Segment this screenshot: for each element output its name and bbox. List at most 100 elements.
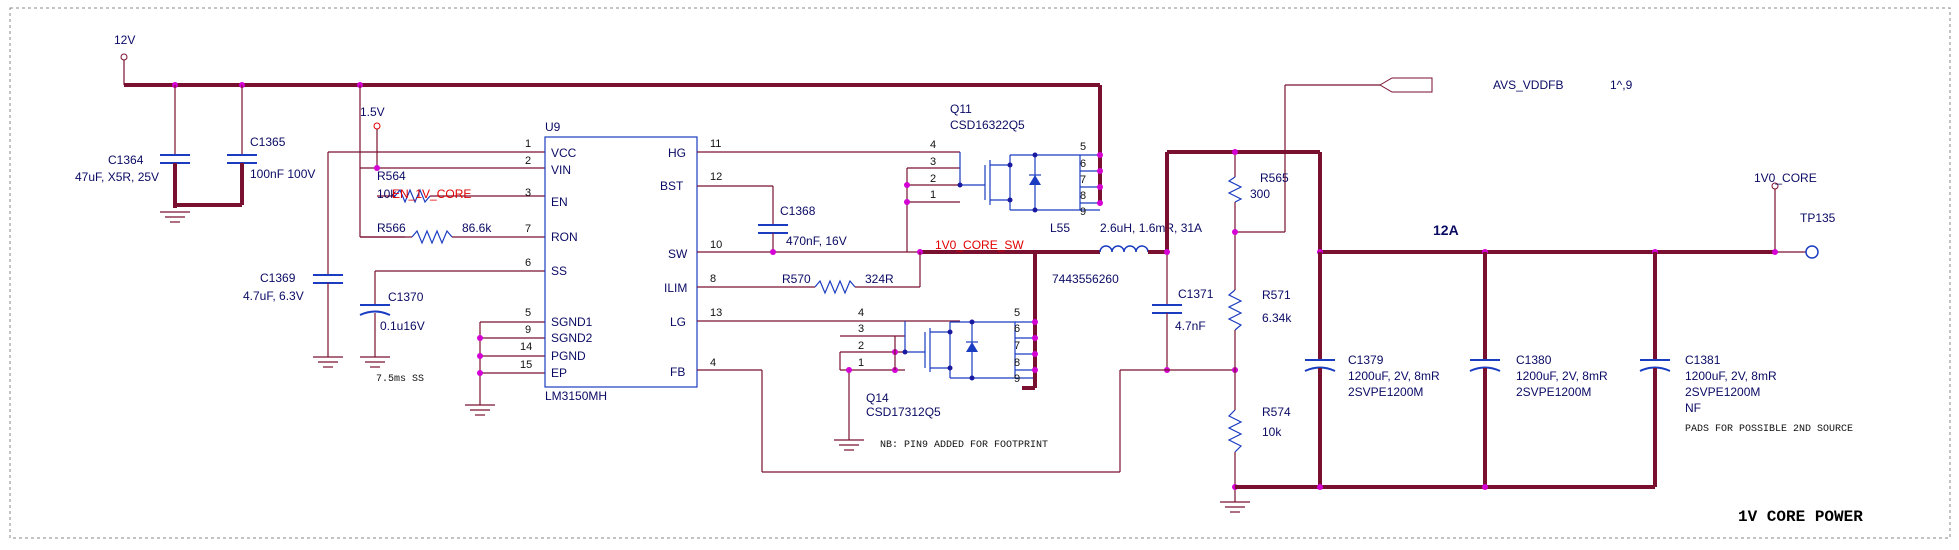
- pin-num: 15: [520, 359, 532, 371]
- r566-ref: R566: [377, 221, 406, 235]
- feedback-path: [697, 367, 1238, 473]
- c1381-part: 2SVPE1200M: [1685, 385, 1760, 399]
- pin-name: VCC: [551, 146, 577, 160]
- pin-num: 4: [710, 357, 716, 369]
- q14-pin: 3: [858, 323, 864, 335]
- resistor-r564: R564 10k EN_1V_CORE: [377, 169, 545, 204]
- c1364-ref: C1364: [108, 153, 144, 167]
- pin-name: ILIM: [664, 281, 687, 295]
- c1365-value: 100nF 100V: [250, 167, 315, 181]
- mosfet-q14: 4 3 2 1: [834, 252, 1048, 451]
- capacitor-c1380: C1380 1200uF, 2V, 8mR 2SVPE1200M: [1469, 252, 1608, 490]
- c1381-fit: NF: [1685, 401, 1701, 415]
- pin-name: LG: [670, 315, 686, 329]
- capacitor-c1368: C1368 470nF, 16V: [697, 185, 847, 252]
- pin9-note: NB: PIN9 ADDED FOR FOOTPRINT: [880, 440, 1048, 451]
- q14-pin: 5: [1014, 307, 1020, 319]
- c1364-value: 47uF, X5R, 25V: [75, 170, 159, 184]
- c1370-value: 0.1u16V: [380, 319, 425, 333]
- pin-name: SS: [551, 264, 567, 278]
- c1381-value: 1200uF, 2V, 8mR: [1685, 369, 1777, 383]
- q11-pin: 5: [1080, 141, 1086, 153]
- r564-ref: R564: [377, 169, 406, 183]
- capacitor-c1369: C1369 4.7uF, 6.3V: [243, 151, 545, 368]
- pin-num: 6: [525, 257, 531, 269]
- q11-ref: Q11: [950, 102, 972, 116]
- switch-node: 1V0_CORE_SW: [697, 238, 1060, 255]
- c1368-value: 470nF, 16V: [786, 234, 847, 248]
- pin-name: BST: [660, 179, 684, 193]
- c1370-ref: C1370: [388, 290, 424, 304]
- pin-name: SGND1: [551, 315, 593, 329]
- net-1v5: 1.5V: [359, 85, 545, 238]
- avs-net-label: AVS_VDDFB: [1493, 78, 1563, 92]
- capacitor-c1381: C1381 1200uF, 2V, 8mR 2SVPE1200M NF PADS…: [1639, 252, 1853, 487]
- q14-pin: 9: [1014, 373, 1020, 385]
- r574-ref: R574: [1262, 405, 1291, 419]
- pin-name: EN: [551, 195, 568, 209]
- pin-name: RON: [551, 230, 578, 244]
- pin-num: 2: [525, 155, 531, 167]
- net-1v5-label: 1.5V: [360, 105, 385, 119]
- q11-pin: 4: [930, 139, 936, 151]
- c1381-ref: C1381: [1685, 353, 1721, 367]
- c1379-ref: C1379: [1348, 353, 1384, 367]
- r570-ref: R570: [782, 272, 811, 286]
- c1380-part: 2SVPE1200M: [1516, 385, 1591, 399]
- pin-num: 3: [525, 187, 531, 199]
- c1365-ref: C1365: [250, 135, 286, 149]
- q14-pin: 1: [858, 357, 864, 369]
- ic-ground-bus: [465, 321, 545, 416]
- pin-name: EP: [551, 366, 567, 380]
- r566-value: 86.6k: [462, 221, 492, 235]
- net-1v0-core-label: 1V0_CORE: [1754, 171, 1817, 185]
- mosfet-q11: Q11 CSD16322Q5 4 3 2 1 5 6: [904, 102, 1103, 252]
- inductor-l55: L55 2.6uH, 1.6mR, 31A 7443556260: [1050, 221, 1202, 286]
- c1380-value: 1200uF, 2V, 8mR: [1516, 369, 1608, 383]
- resistor-r566: R566 86.6k: [360, 221, 545, 245]
- resistor-r570: R570 324R: [697, 252, 921, 295]
- avs-feedback: R565 300 AVS_VDDFB 1^,9: [1227, 77, 1633, 282]
- pin-num: 11: [710, 138, 721, 150]
- c1371-value: 4.7nF: [1175, 319, 1206, 333]
- ic-u9: U9 LM3150MH 1 VCC 2 VIN 3 EN 7 RON 6 SS …: [520, 120, 722, 403]
- resistor-r571: R571 6.34k: [1227, 282, 1292, 405]
- c1371-ref: C1371: [1178, 287, 1214, 301]
- q14-pin: 4: [858, 307, 864, 319]
- c1381-note: PADS FOR POSSIBLE 2ND SOURCE: [1685, 424, 1853, 435]
- testpoint-label: TP135: [1800, 211, 1836, 225]
- pin-name: SW: [668, 247, 688, 261]
- q11-pin: 2: [930, 173, 936, 185]
- r574-value: 10k: [1262, 425, 1282, 439]
- pin-num: 1: [525, 138, 531, 150]
- l55-part: 7443556260: [1052, 272, 1119, 286]
- ss-note: 7.5ms SS: [376, 374, 424, 385]
- r571-ref: R571: [1262, 288, 1291, 302]
- sheet-title: 1V CORE POWER: [1738, 508, 1863, 526]
- capacitor-c1379: C1379 1200uF, 2V, 8mR 2SVPE1200M: [1304, 252, 1440, 490]
- q11-part: CSD16322Q5: [950, 118, 1025, 132]
- l55-ref: L55: [1050, 221, 1070, 235]
- en-net-label: EN_1V_CORE: [392, 187, 471, 201]
- c1369-ref: C1369: [260, 271, 296, 285]
- avs-ref-label: 1^,9: [1610, 78, 1633, 92]
- q11-pin: 8: [1080, 190, 1086, 202]
- pin-num: 5: [525, 307, 531, 319]
- r565-ref: R565: [1260, 171, 1289, 185]
- q14-pin: 8: [1014, 357, 1020, 369]
- ic-ref: U9: [545, 120, 561, 134]
- q11-pin: 7: [1080, 174, 1086, 186]
- c1379-part: 2SVPE1200M: [1348, 385, 1423, 399]
- c1380-ref: C1380: [1516, 353, 1552, 367]
- q14-pin: 7: [1014, 340, 1020, 352]
- q11-pin: 9: [1080, 206, 1086, 218]
- sheet-border: [9, 7, 1951, 539]
- pin-num: 14: [520, 341, 532, 353]
- c1368-ref: C1368: [780, 204, 816, 218]
- c1369-value: 4.7uF, 6.3V: [243, 289, 304, 303]
- r570-value: 324R: [865, 272, 894, 286]
- q14-pin: 2: [858, 340, 864, 352]
- current-label: 12A: [1433, 222, 1459, 238]
- q11-pin: 3: [930, 156, 936, 168]
